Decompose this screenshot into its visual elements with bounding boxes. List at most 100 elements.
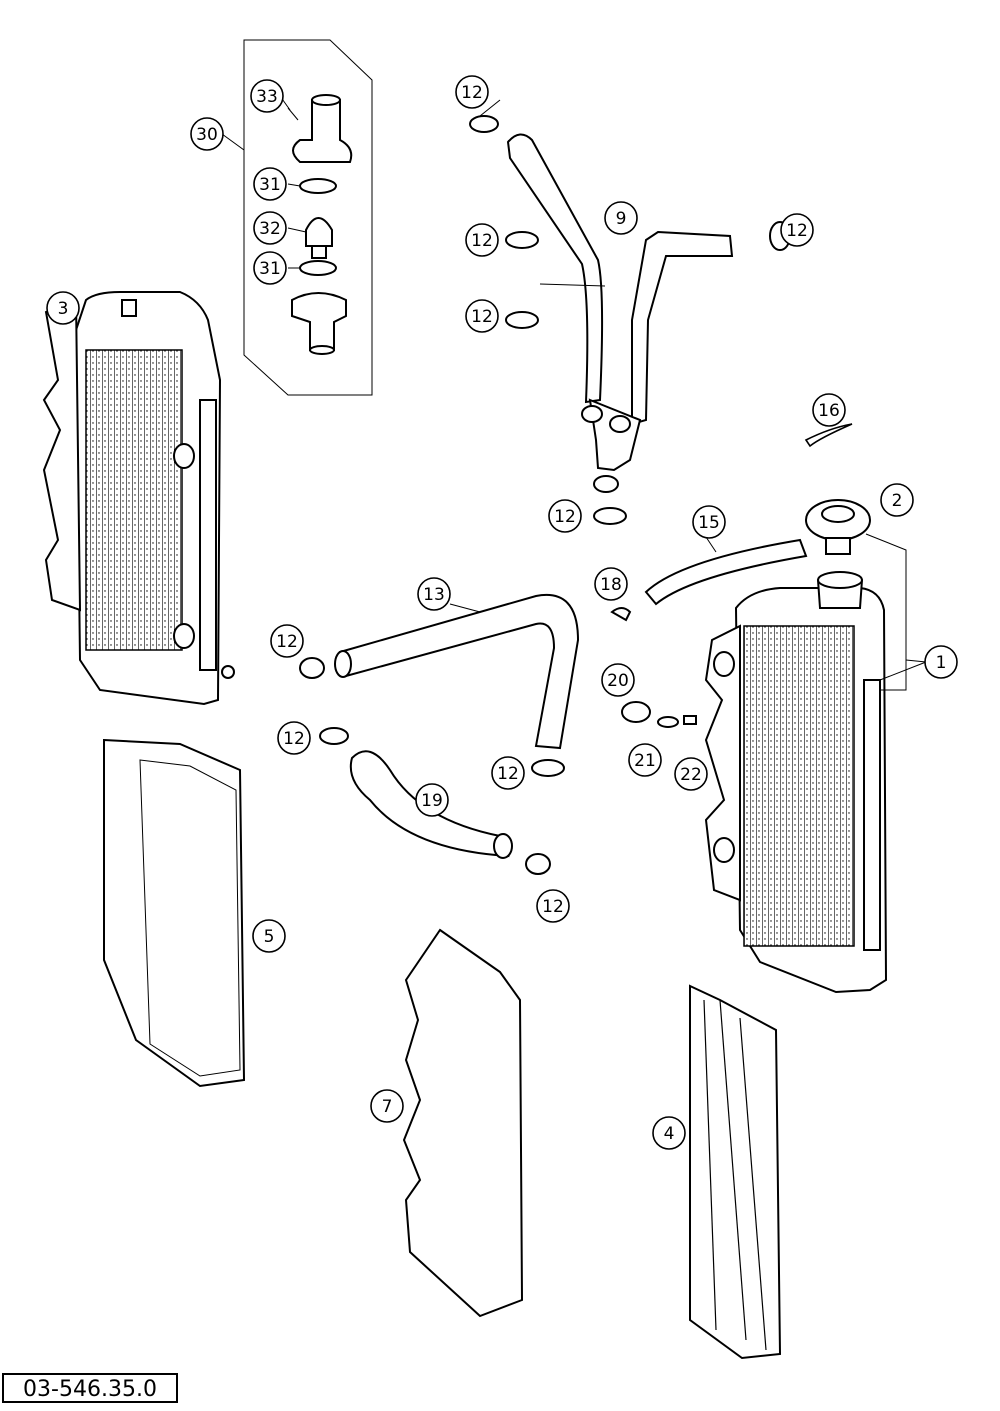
document-number: 03-546.35.0 bbox=[2, 1373, 178, 1403]
callout-label: 12 bbox=[542, 897, 564, 917]
callout-33: 33 bbox=[250, 79, 284, 113]
shroud-5 bbox=[103, 738, 246, 1088]
callout-5: 5 bbox=[252, 919, 286, 953]
thermostat-group bbox=[221, 39, 373, 396]
callout-circle bbox=[250, 79, 284, 113]
callout-circle bbox=[253, 167, 287, 201]
callout-label: 9 bbox=[616, 209, 627, 229]
callout-label: 12 bbox=[471, 231, 493, 251]
callout-circle bbox=[465, 223, 499, 257]
callout-circle bbox=[780, 213, 814, 247]
callout-circle bbox=[253, 211, 287, 245]
callout-circle bbox=[270, 624, 304, 658]
callout-circle bbox=[370, 1089, 404, 1123]
callout-15: 15 bbox=[692, 505, 726, 539]
callout-12: 12 bbox=[455, 75, 489, 109]
callout-circle bbox=[417, 577, 451, 611]
hose-clamps bbox=[299, 115, 791, 875]
callout-circle bbox=[277, 721, 311, 755]
callout-7: 7 bbox=[370, 1089, 404, 1123]
callout-circle bbox=[674, 757, 708, 791]
callout-circle bbox=[455, 75, 489, 109]
y-hose bbox=[506, 133, 734, 493]
callout-label: 15 bbox=[698, 513, 720, 533]
callout-label: 21 bbox=[634, 751, 656, 771]
callout-circle bbox=[601, 663, 635, 697]
callout-layer: 33 30 31 32 31 3 12 12 9 12 12 16 12 15 2 13 18 12 1 20 12 21… bbox=[46, 75, 958, 1150]
callout-circle bbox=[594, 567, 628, 601]
callout-label: 1 bbox=[936, 653, 947, 673]
callout-12: 12 bbox=[536, 889, 570, 923]
callout-label: 20 bbox=[607, 671, 629, 691]
callout-label: 12 bbox=[283, 729, 305, 749]
callout-12: 12 bbox=[277, 721, 311, 755]
grill-4 bbox=[689, 984, 782, 1360]
callout-circle bbox=[628, 743, 662, 777]
callout-1: 1 bbox=[924, 645, 958, 679]
callout-label: 12 bbox=[497, 764, 519, 784]
callout-label: 22 bbox=[680, 765, 702, 785]
callout-label: 3 bbox=[58, 299, 69, 319]
callout-31: 31 bbox=[253, 167, 287, 201]
callout-2: 2 bbox=[880, 483, 914, 517]
callout-circle bbox=[880, 483, 914, 517]
callout-22: 22 bbox=[674, 757, 708, 791]
leader-lines bbox=[279, 95, 927, 681]
callout-label: 16 bbox=[818, 401, 840, 421]
callout-label: 5 bbox=[264, 927, 275, 947]
callout-label: 19 bbox=[421, 791, 443, 811]
right-radiator bbox=[704, 571, 888, 994]
callout-label: 12 bbox=[276, 632, 298, 652]
callout-label: 2 bbox=[892, 491, 903, 511]
hose-19 bbox=[349, 750, 513, 859]
callout-label: 33 bbox=[256, 87, 278, 107]
callout-circle bbox=[253, 251, 287, 285]
small-parts bbox=[610, 423, 853, 728]
callout-12: 12 bbox=[780, 213, 814, 247]
callout-20: 20 bbox=[601, 663, 635, 697]
callout-circle bbox=[604, 201, 638, 235]
callout-circle bbox=[190, 117, 224, 151]
callout-label: 30 bbox=[196, 125, 218, 145]
callout-label: 7 bbox=[382, 1097, 393, 1117]
callout-3: 3 bbox=[46, 291, 80, 325]
callout-12: 12 bbox=[270, 624, 304, 658]
callout-circle bbox=[536, 889, 570, 923]
callout-21: 21 bbox=[628, 743, 662, 777]
callout-12: 12 bbox=[548, 499, 582, 533]
callout-label: 4 bbox=[664, 1124, 675, 1144]
callout-13: 13 bbox=[417, 577, 451, 611]
callout-circle bbox=[465, 299, 499, 333]
callout-12: 12 bbox=[465, 299, 499, 333]
left-radiator bbox=[42, 291, 235, 706]
callout-circle bbox=[548, 499, 582, 533]
hose-13 bbox=[334, 594, 580, 750]
callout-circle bbox=[491, 756, 525, 790]
callout-circle bbox=[252, 919, 286, 953]
guard-7 bbox=[402, 928, 524, 1318]
callout-circle bbox=[692, 505, 726, 539]
callout-label: 12 bbox=[554, 507, 576, 527]
callout-19: 19 bbox=[415, 783, 449, 817]
callout-31: 31 bbox=[253, 251, 287, 285]
callout-label: 31 bbox=[259, 175, 281, 195]
callout-label: 32 bbox=[259, 219, 281, 239]
callout-circle bbox=[812, 393, 846, 427]
callout-9: 9 bbox=[604, 201, 638, 235]
callout-label: 12 bbox=[471, 307, 493, 327]
callout-label: 31 bbox=[259, 259, 281, 279]
callout-label: 18 bbox=[600, 575, 622, 595]
callout-circle bbox=[652, 1116, 686, 1150]
callout-12: 12 bbox=[465, 223, 499, 257]
callout-circle bbox=[46, 291, 80, 325]
callout-label: 12 bbox=[786, 221, 808, 241]
callout-label: 13 bbox=[423, 585, 445, 605]
callout-30: 30 bbox=[190, 117, 224, 151]
callout-4: 4 bbox=[652, 1116, 686, 1150]
callout-32: 32 bbox=[253, 211, 287, 245]
radiator-cap bbox=[805, 499, 927, 691]
callout-18: 18 bbox=[594, 567, 628, 601]
callout-circle bbox=[415, 783, 449, 817]
callout-16: 16 bbox=[812, 393, 846, 427]
